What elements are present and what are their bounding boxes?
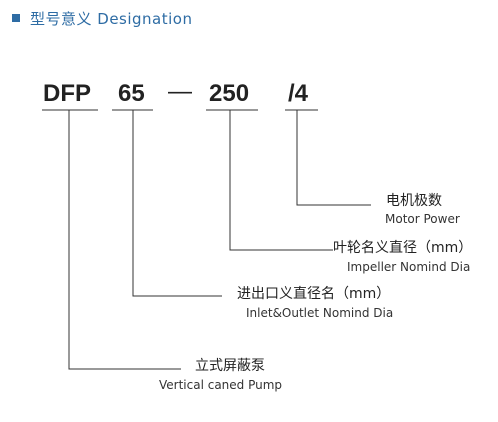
label-impeller-en: Impeller Nomind Dia <box>347 260 471 274</box>
label-inlet-en: Inlet&Outlet Nomind Dia <box>246 306 394 320</box>
label-motor-power-en: Motor Power <box>385 212 460 226</box>
label-impeller-cn: 叶轮名义直径（mm） <box>333 240 473 256</box>
code-poles: /4 <box>288 80 309 107</box>
leader-poles <box>296 110 371 206</box>
label-motor-power-cn: 电机极数 <box>386 193 442 209</box>
code-impeller-size: 250 <box>209 80 250 107</box>
label-type-cn: 立式屏蔽泵 <box>195 358 265 374</box>
label-type-en: Vertical caned Pump <box>159 378 283 392</box>
leader-impeller <box>229 110 333 251</box>
code-dash: — <box>168 78 192 105</box>
code-series: DFP <box>43 80 91 107</box>
leader-type <box>68 110 181 370</box>
leader-inlet <box>132 110 222 297</box>
code-inlet-size: 65 <box>118 80 145 107</box>
section-title: 型号意义 Designation <box>30 9 193 28</box>
square-bullet-icon <box>12 14 20 22</box>
label-inlet-cn: 进出口义直径名（mm） <box>237 286 391 302</box>
section-header: 型号意义 Designation <box>10 7 192 29</box>
